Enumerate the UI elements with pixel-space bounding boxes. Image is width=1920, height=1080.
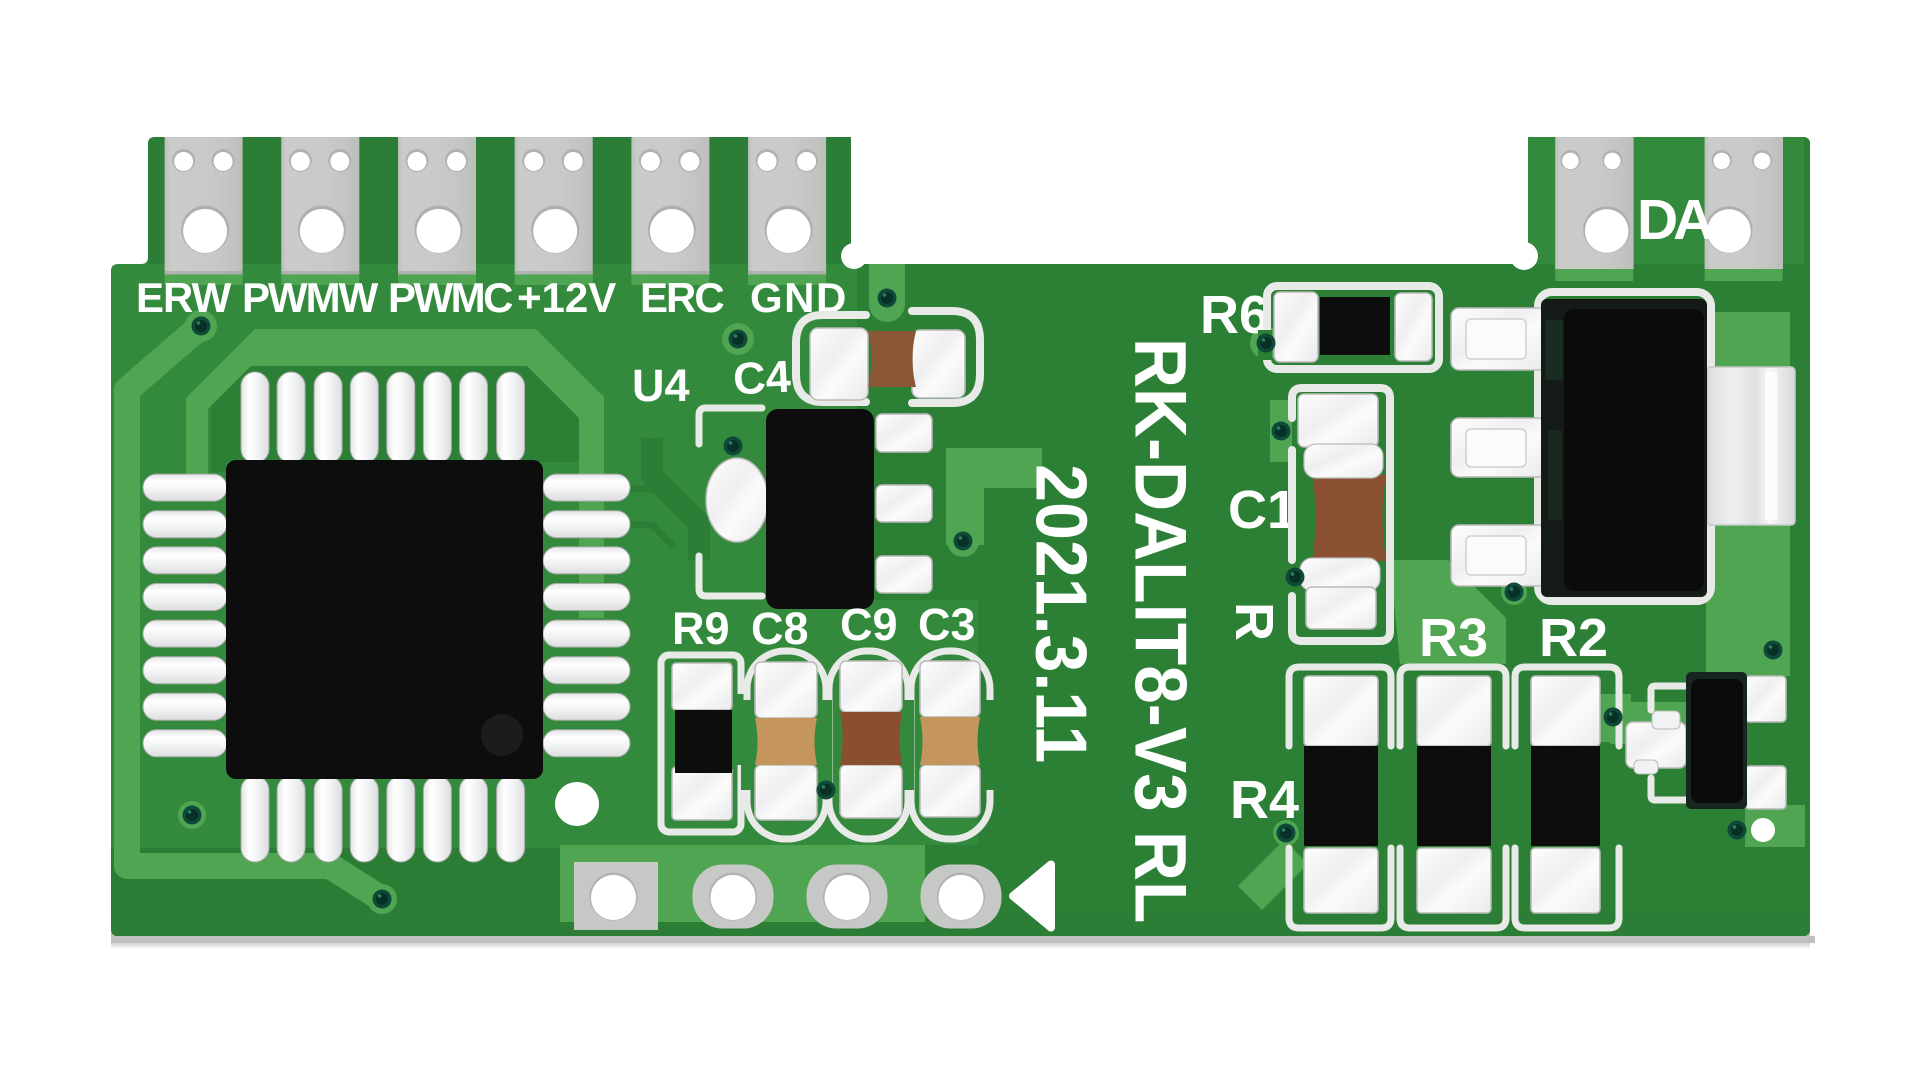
svg-text:C4: C4 xyxy=(732,351,792,405)
svg-text:DA: DA xyxy=(1637,188,1713,252)
svg-text:ERW: ERW xyxy=(136,274,232,321)
svg-text:PWMW: PWMW xyxy=(242,274,379,321)
svg-text:+12V: +12V xyxy=(517,274,616,321)
svg-text:C3: C3 xyxy=(918,599,976,650)
svg-text:R4: R4 xyxy=(1230,770,1299,830)
svg-text:2021.3.11: 2021.3.11 xyxy=(1021,464,1101,763)
svg-text:ERC: ERC xyxy=(640,274,724,321)
svg-text:R3: R3 xyxy=(1419,608,1488,668)
svg-text:C8: C8 xyxy=(751,603,809,654)
svg-text:U4: U4 xyxy=(632,360,690,411)
svg-text:R2: R2 xyxy=(1539,608,1608,668)
svg-text:C1: C1 xyxy=(1228,480,1297,540)
svg-text:RK-DALIT8-V3 RL: RK-DALIT8-V3 RL xyxy=(1119,338,1200,924)
svg-text:PWMC: PWMC xyxy=(388,274,513,321)
svg-text:R9: R9 xyxy=(672,603,730,654)
svg-text:C9: C9 xyxy=(840,599,898,650)
svg-text:R6: R6 xyxy=(1200,285,1269,345)
svg-text:R: R xyxy=(1224,602,1284,641)
